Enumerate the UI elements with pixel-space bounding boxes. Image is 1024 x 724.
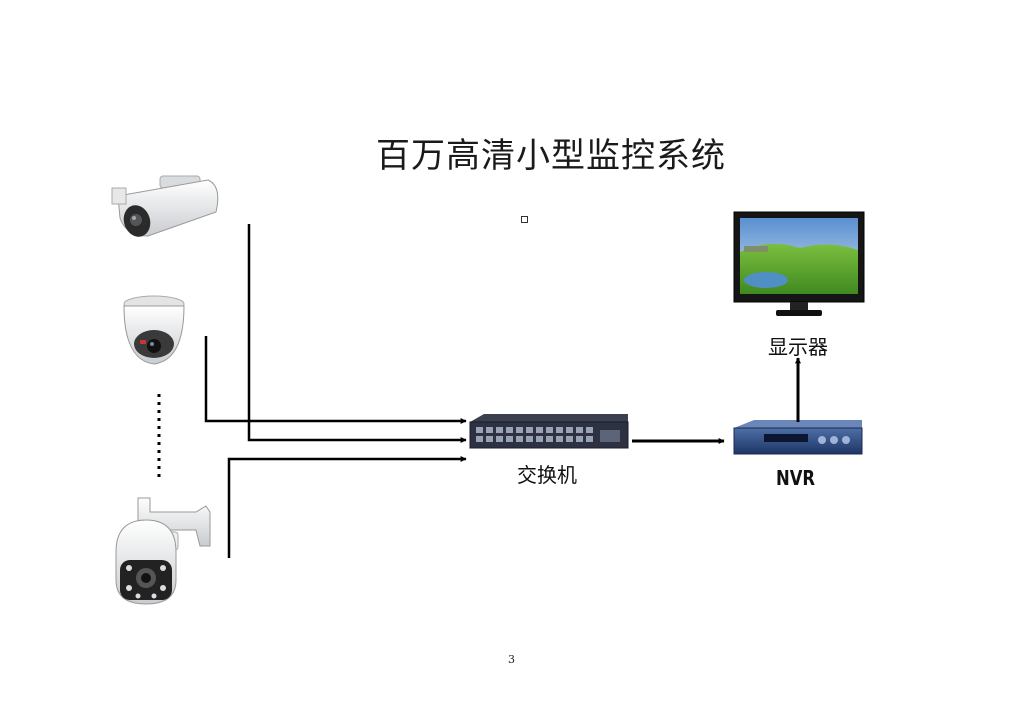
switch-port	[496, 436, 503, 442]
switch-port	[526, 427, 533, 433]
monitor-icon	[733, 211, 865, 316]
bullet-camera-icon	[111, 175, 219, 237]
small-square-mark	[521, 216, 528, 223]
switch-port	[576, 427, 583, 433]
switch-label: 交换机	[517, 463, 577, 487]
switch-port	[566, 436, 573, 442]
switch-port	[546, 427, 553, 433]
switch-port	[486, 436, 493, 442]
switch-port	[536, 436, 543, 442]
monitor-label: 显示器	[768, 335, 828, 359]
switch-port	[566, 427, 573, 433]
switch-port	[496, 427, 503, 433]
edge-dome-to-switch	[204, 336, 467, 424]
switch-port	[586, 427, 593, 433]
switch-port	[576, 436, 583, 442]
switch-port	[556, 436, 563, 442]
dome-camera-icon	[123, 295, 185, 365]
switch-port	[546, 436, 553, 442]
diagram-title: 百万高清小型监控系统	[376, 136, 726, 176]
edge-bullet-to-switch	[247, 224, 467, 443]
ptz-speed-dome-camera-icon	[115, 497, 211, 605]
page-number: 3	[508, 653, 515, 666]
switch-port	[516, 436, 523, 442]
switch-port	[476, 436, 483, 442]
network-switch-icon	[469, 414, 629, 449]
nvr-recorder-icon	[733, 420, 863, 455]
switch-port	[486, 427, 493, 433]
edge-ptz-to-switch	[227, 456, 467, 558]
switch-port	[506, 427, 513, 433]
switch-port	[536, 427, 543, 433]
nvr-label: NVR	[776, 466, 816, 490]
switch-port	[476, 427, 483, 433]
switch-port	[526, 436, 533, 442]
switch-port	[586, 436, 593, 442]
switch-port	[506, 436, 513, 442]
switch-port	[556, 427, 563, 433]
switch-port	[516, 427, 523, 433]
